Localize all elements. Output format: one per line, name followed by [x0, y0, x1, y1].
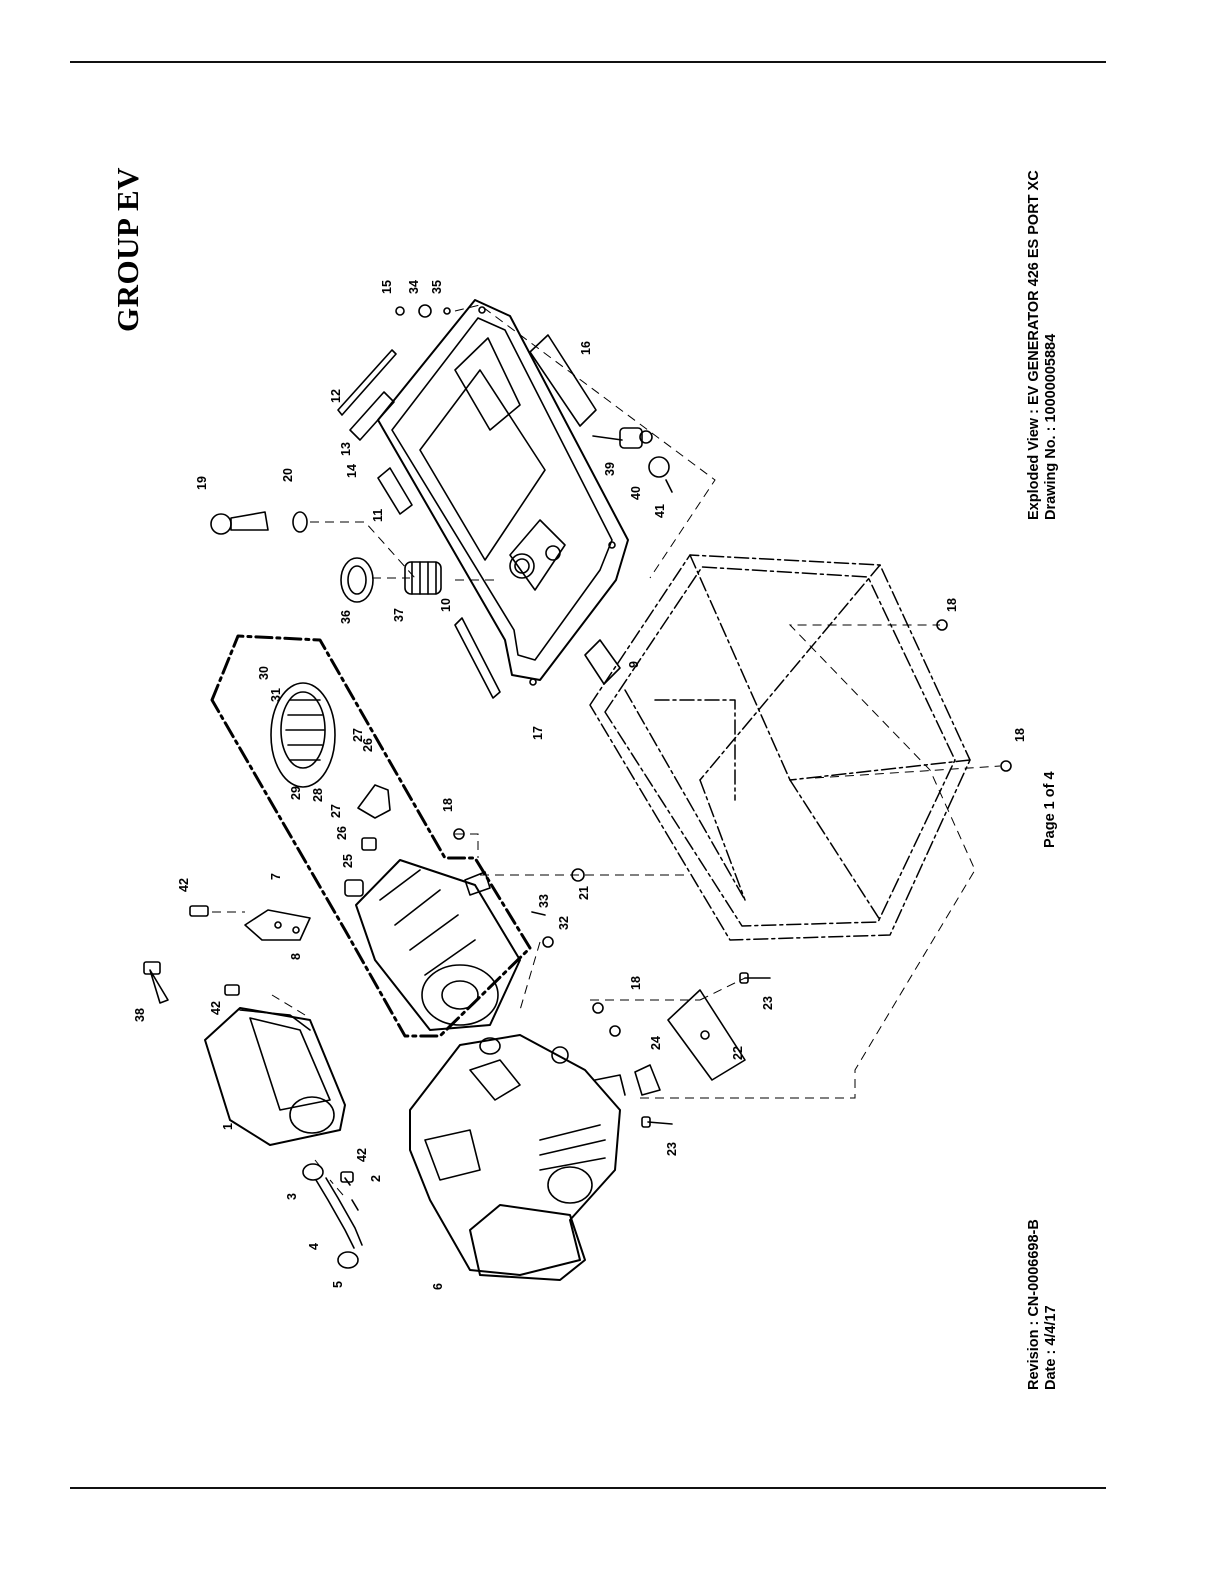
muffler-bracket: [245, 910, 310, 940]
callout-24: 24: [649, 1036, 663, 1050]
callout-38: 38: [133, 1008, 147, 1022]
callout-16: 16: [579, 341, 593, 355]
callout-36: 36: [339, 610, 353, 624]
callout-34: 34: [407, 280, 421, 294]
grommet: [293, 512, 307, 532]
fuel-valve: [396, 305, 672, 492]
callout-39: 39: [603, 462, 617, 476]
spark-plug: [144, 906, 353, 1182]
alternator-group-outline: [212, 636, 530, 1036]
callout-30: 30: [257, 666, 271, 680]
callout-26a: 26: [335, 826, 349, 840]
frame: [590, 555, 970, 940]
decal-9: [585, 640, 620, 684]
callout-2: 2: [369, 1175, 383, 1182]
callout-14: 14: [345, 464, 359, 478]
callout-1: 1: [221, 1123, 235, 1130]
decal-10: [455, 618, 500, 698]
callout-21: 21: [577, 886, 591, 900]
callout-18c: 18: [945, 598, 959, 612]
callout-11: 11: [371, 509, 385, 522]
engine: [410, 1035, 625, 1280]
callout-37: 37: [392, 608, 406, 622]
callout-7: 7: [269, 873, 283, 880]
end-cover: [271, 683, 390, 850]
callout-15: 15: [380, 280, 394, 294]
fuel-gauge: [211, 514, 231, 534]
callouts: 1 2 3 4 5 6 7 8 9 10 11 12 13 14 15 16 1…: [133, 280, 1027, 1290]
callout-13: 13: [339, 442, 353, 456]
callout-17: 17: [531, 726, 545, 740]
callout-27b: 27: [351, 728, 365, 742]
callout-3: 3: [285, 1193, 299, 1200]
callout-22: 22: [731, 1046, 745, 1060]
fuel-tank: [378, 300, 628, 685]
callout-25: 25: [341, 854, 355, 868]
decal-12: [338, 350, 396, 415]
fuel-cap-parts: [211, 512, 441, 602]
callout-18b: 18: [629, 976, 643, 990]
callout-23a: 23: [761, 996, 775, 1010]
callout-27a: 27: [329, 804, 343, 818]
callout-18a: 18: [441, 798, 455, 812]
decal-11: [378, 468, 412, 514]
brush-holder: [362, 838, 376, 850]
callout-28: 28: [311, 788, 325, 802]
callout-20: 20: [281, 468, 295, 482]
callout-42a: 42: [177, 878, 191, 892]
nuts: [454, 620, 1011, 1036]
callout-9: 9: [627, 661, 641, 668]
callout-23b: 23: [665, 1142, 679, 1156]
callout-18d: 18: [1013, 728, 1027, 742]
callout-32: 32: [557, 916, 571, 930]
callout-10: 10: [439, 598, 453, 612]
callout-31: 31: [269, 688, 283, 702]
brush-cover: [358, 785, 390, 818]
callout-33: 33: [537, 894, 551, 908]
callout-5: 5: [331, 1281, 345, 1288]
callout-35: 35: [430, 280, 444, 294]
callout-42b: 42: [209, 1001, 223, 1015]
callout-41: 41: [653, 504, 667, 518]
callout-29: 29: [289, 786, 303, 800]
fuel-cap: [341, 558, 373, 602]
callout-8: 8: [289, 953, 303, 960]
callout-42c: 42: [355, 1148, 369, 1162]
alternator: [345, 860, 584, 1030]
callout-40: 40: [629, 486, 643, 500]
callout-4: 4: [307, 1243, 321, 1250]
callout-6: 6: [431, 1283, 445, 1290]
callout-12: 12: [329, 389, 343, 403]
callout-19: 19: [195, 476, 209, 490]
